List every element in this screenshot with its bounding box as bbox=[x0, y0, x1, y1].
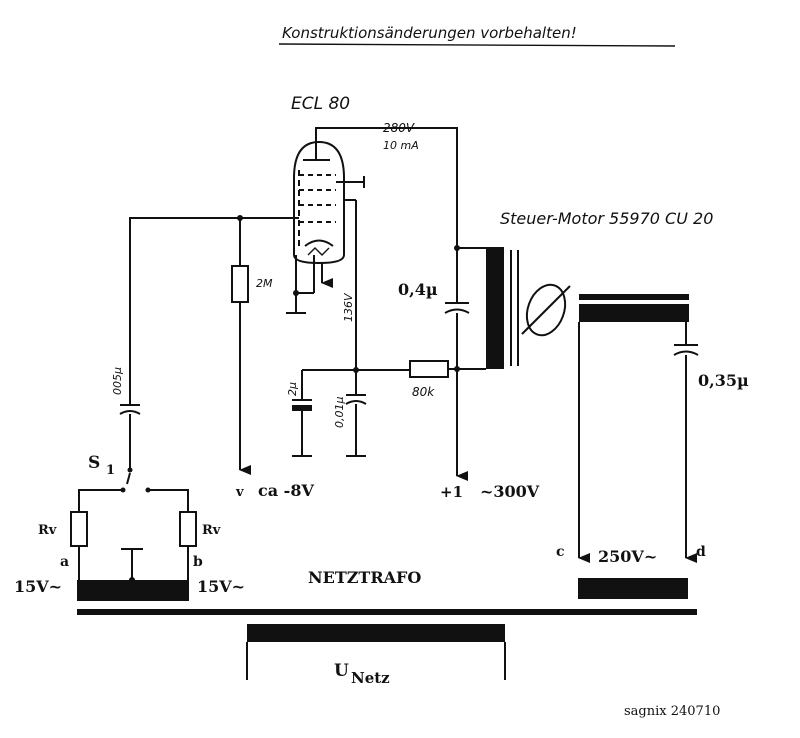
switch-s1-sub: 1 bbox=[106, 463, 115, 478]
plus-one-label: +1 bbox=[440, 483, 463, 501]
resistor-rv-left bbox=[70, 511, 88, 547]
header-underline bbox=[278, 43, 676, 47]
resistor-rv-right bbox=[179, 511, 197, 547]
terminal-c-label: c bbox=[556, 544, 565, 560]
resistor-80k bbox=[409, 360, 449, 378]
tube-ecl80 bbox=[293, 132, 365, 288]
capacitor-005u bbox=[119, 404, 141, 468]
anode-voltage-label: 280V bbox=[383, 121, 415, 135]
resistor-80k-label: 80k bbox=[412, 385, 435, 399]
motor-field-winding bbox=[579, 304, 689, 322]
v250-label: 250V~ bbox=[598, 547, 657, 566]
winding-15v bbox=[77, 580, 189, 601]
ca-8v-label: ca -8V bbox=[258, 481, 314, 500]
winding-250v bbox=[578, 578, 688, 599]
anode-wire bbox=[315, 127, 458, 248]
terminal-b-label: b bbox=[193, 554, 203, 570]
capacitor-001u bbox=[345, 394, 367, 457]
capacitor-04u-label: 0,4µ bbox=[398, 280, 438, 299]
motor-label: Steuer-Motor 55970 CU 20 bbox=[500, 209, 713, 228]
terminal-v-label: v bbox=[235, 485, 244, 500]
terminal-d-label: d bbox=[696, 544, 706, 560]
capacitor-035u bbox=[673, 344, 699, 563]
capacitor-035u-label: 0,35µ bbox=[698, 371, 749, 390]
unetz-sub: Netz bbox=[351, 669, 390, 687]
primary-winding bbox=[247, 624, 505, 642]
anode-current-label: 10 mA bbox=[383, 139, 419, 152]
v300-label: ~300V bbox=[480, 482, 540, 501]
header-note: Konstruktionsänderungen vorbehalten! bbox=[282, 24, 577, 42]
tube-label: ECL 80 bbox=[291, 94, 350, 114]
switch-s1-label: S bbox=[88, 453, 100, 473]
v15-right-label: 15V~ bbox=[197, 577, 245, 596]
grid-wire bbox=[129, 217, 299, 405]
capacitor-04u bbox=[444, 245, 470, 481]
capacitor-2u-label: 2µ bbox=[286, 382, 299, 396]
credit-label: sagnix 240710 bbox=[624, 704, 720, 719]
motor-rotor bbox=[521, 283, 571, 337]
motor-coil bbox=[486, 247, 519, 369]
rv-right-label: Rv bbox=[202, 523, 221, 538]
resistor-2m bbox=[231, 265, 249, 303]
v136-label: 136V bbox=[342, 292, 355, 322]
resistor-2m-label: 2M bbox=[256, 277, 273, 290]
motor-field-top bbox=[579, 294, 689, 300]
capacitor-005u-label: 005µ bbox=[111, 367, 124, 395]
capacitor-001u-label: 0,01µ bbox=[333, 397, 346, 429]
switch-s1 bbox=[78, 467, 189, 512]
netztrafo-label: NETZTRAFO bbox=[308, 568, 421, 587]
transformer-core bbox=[77, 609, 697, 615]
unetz-label: U bbox=[334, 661, 349, 681]
capacitor-2u bbox=[292, 370, 312, 457]
terminal-a-label: a bbox=[60, 554, 69, 570]
rv-left-label: Rv bbox=[38, 523, 57, 538]
v15-left-label: 15V~ bbox=[14, 577, 62, 596]
